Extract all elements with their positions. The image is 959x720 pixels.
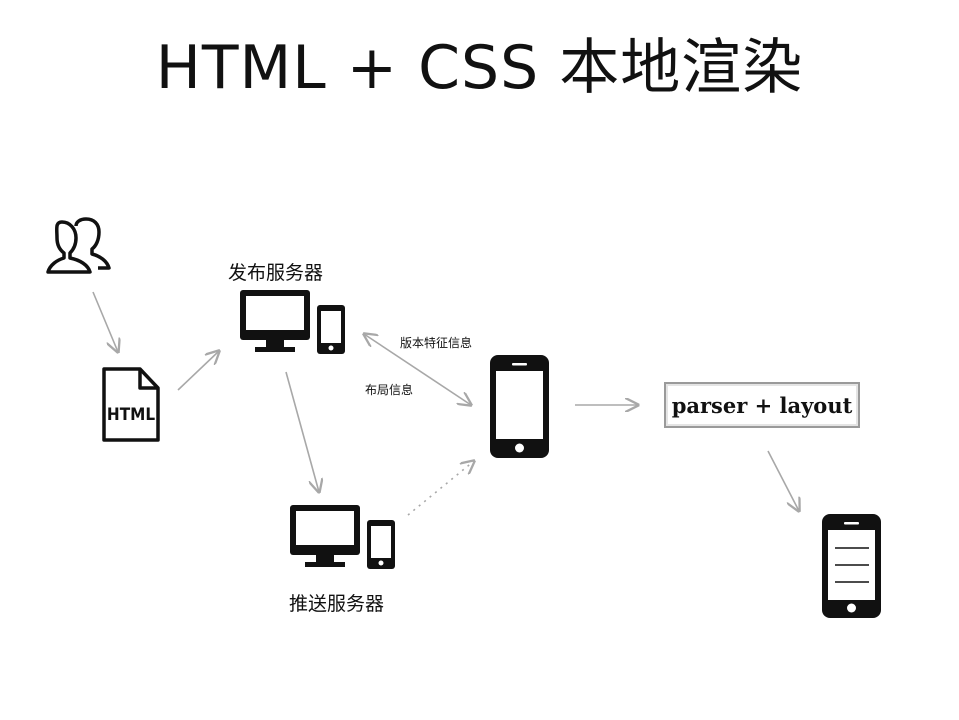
html-file-label: HTML [107, 405, 155, 425]
edge-label-version-feature: 版本特征信息 [400, 336, 473, 350]
arrow-publish-phone-bidirectional [364, 334, 471, 405]
arrow-publish-to-push [285, 371, 319, 492]
publish-server-icon [240, 290, 345, 354]
slide-title: HTML + CSS 本地渲染 [155, 33, 804, 103]
push-server-label: 推送服务器 [289, 593, 385, 615]
edge-label-layout-info: 布局信息 [365, 383, 414, 397]
users-icon [46, 217, 111, 274]
parser-layout-label: parser + layout [671, 392, 853, 418]
arrow-html-to-publish [177, 351, 219, 391]
push-server-icon [290, 505, 395, 569]
parser-layout-box: parser + layout [664, 382, 860, 428]
arrow-push-to-phone-dotted [407, 461, 474, 516]
publish-server-label: 发布服务器 [228, 262, 324, 284]
result-smartphone-icon [822, 514, 881, 618]
html-file-icon: HTML [102, 367, 160, 442]
arrow-parser-to-result [767, 450, 799, 511]
client-smartphone-icon [490, 355, 549, 458]
arrow-users-to-html [92, 291, 118, 352]
